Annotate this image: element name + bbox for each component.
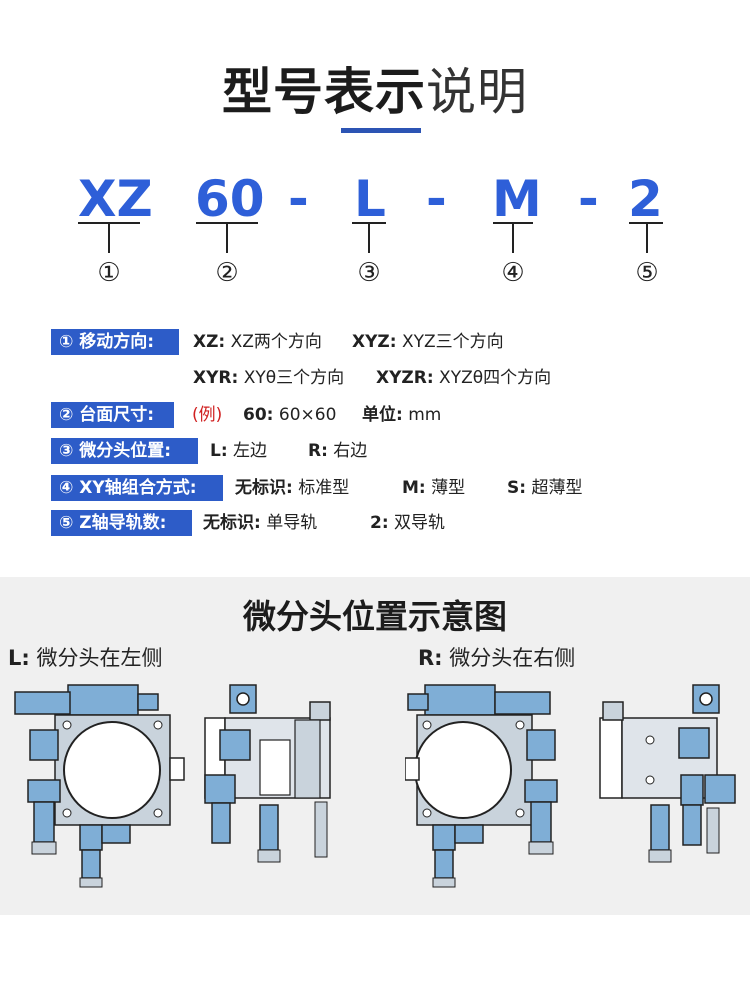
row-size-b: 单位: mm (362, 405, 442, 425)
code-xz: XZ (78, 170, 153, 228)
label-table-size: ② 台面尺寸: (51, 402, 174, 428)
row-size-a: 60: 60×60 (243, 405, 337, 425)
page-title: 型号表示说明 (0, 52, 750, 124)
row-direction-a: XZ: XZ两个方向 (193, 332, 322, 352)
code-position: L (354, 170, 386, 228)
code-dash-2: - (426, 170, 447, 228)
label-z-rails: ⑤ Z轴导轨数: (51, 510, 192, 536)
marker-5: ⑤ (635, 258, 659, 288)
label-xy-combination: ④ XY轴组合方式: (51, 475, 223, 501)
row-combination-b: M: 薄型 (402, 478, 466, 498)
code-dash-1: - (288, 170, 309, 228)
code-leader-1 (108, 223, 110, 253)
row-position-a: L: 左边 (210, 441, 268, 461)
left-side-label: L: 微分头在左侧 (8, 646, 163, 670)
row-rails-a: 无标识: 单导轨 (203, 513, 318, 533)
stage-front-view-right (405, 684, 558, 888)
marker-3: ③ (357, 258, 381, 288)
code-leader-2 (226, 223, 228, 253)
title-bold: 型号表示 (222, 63, 426, 121)
stage-front-view-left (14, 684, 185, 888)
title-underline (341, 128, 421, 133)
row-direction-d: XYZR: XYZθ四个方向 (376, 368, 552, 388)
stage-side-view-left (204, 684, 331, 863)
row-combination-c: S: 超薄型 (507, 478, 583, 498)
row-size-example: (例) (192, 405, 223, 425)
row-direction-c: XYR: XYθ三个方向 (193, 368, 345, 388)
row-rails-b: 2: 双导轨 (370, 513, 446, 533)
row-direction-b: XYZ: XYZ三个方向 (352, 332, 504, 352)
label-micrometer-position: ③ 微分头位置: (51, 438, 198, 464)
marker-2: ② (215, 258, 239, 288)
label-direction: ① 移动方向: (51, 329, 179, 355)
title-light: 说明 (426, 63, 528, 121)
diagram-title: 微分头位置示意图 (243, 597, 507, 636)
code-combination: M (492, 170, 542, 228)
code-dash-3: - (578, 170, 599, 228)
row-combination-a: 无标识: 标准型 (235, 478, 350, 498)
code-size: 60 (195, 170, 265, 228)
row-position-b: R: 右边 (308, 441, 368, 461)
stage-side-view-right (599, 684, 736, 863)
marker-4: ④ (501, 258, 525, 288)
code-leader-4 (512, 223, 514, 253)
code-leader-5 (646, 223, 648, 253)
marker-1: ① (97, 258, 121, 288)
right-side-label: R: 微分头在右侧 (418, 646, 576, 670)
code-leader-3 (368, 223, 370, 253)
code-rails: 2 (628, 170, 663, 228)
